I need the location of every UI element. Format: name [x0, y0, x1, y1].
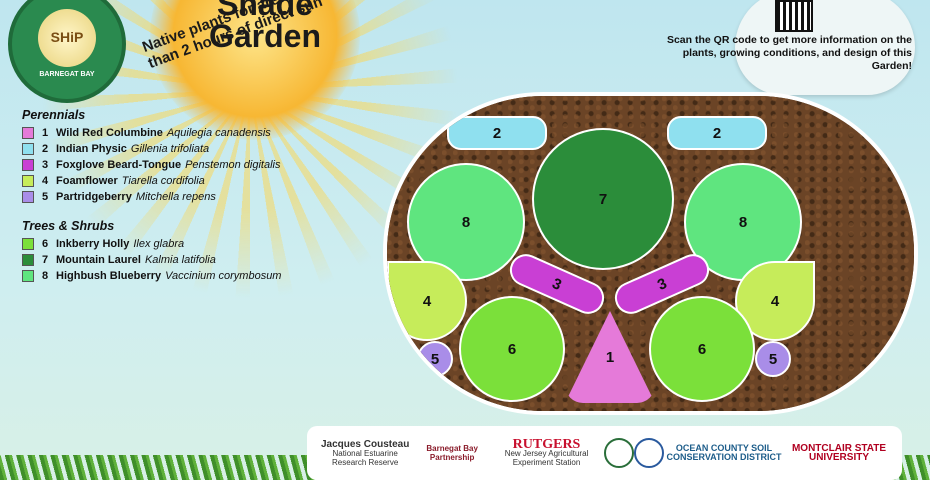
qr-note: Scan the QR code to get more information…	[666, 34, 912, 72]
plant-7-center: 7	[532, 128, 674, 270]
sponsor-logo: MONTCLAIR STATE UNIVERSITY	[791, 443, 887, 463]
trees-heading: Trees & Shrubs	[22, 219, 115, 233]
swatch-6	[22, 238, 34, 250]
sponsor-logo: RUTGERS New Jersey Agricultural Experime…	[504, 436, 589, 467]
plant-4-left: 4	[387, 261, 467, 341]
legend-name: Partridgeberry	[56, 191, 132, 203]
legend-sci: Tiarella cordifolia	[121, 175, 205, 187]
legend-sci: Penstemon digitalis	[185, 159, 281, 171]
legend-sci: Ilex glabra	[133, 238, 185, 250]
legend-sci: Vaccinium corymbosum	[165, 270, 282, 282]
page-title: Shade Garden	[208, 0, 322, 54]
logo-sun-icon	[38, 9, 96, 67]
county-seal-icon	[634, 438, 664, 468]
legend-row: 1 Wild Red Columbine Aquilegia canadensi…	[22, 125, 382, 141]
swatch-2	[22, 143, 34, 155]
plant-5-right: 5	[755, 341, 791, 377]
legend-row: 2 Indian Physic Gillenia trifoliata	[22, 141, 382, 157]
qr-code-icon[interactable]	[775, 0, 813, 32]
plant-5-left: 5	[417, 341, 453, 377]
logo-caption: BARNEGAT BAY	[39, 71, 95, 78]
legend-row: 8 Highbush Blueberry Vaccinium corymbosu…	[22, 268, 382, 284]
legend-sci: Gillenia trifoliata	[130, 143, 210, 155]
legend-row: 6 Inkberry Holly Ilex glabra	[22, 236, 382, 252]
swatch-4	[22, 175, 34, 187]
legend-name: Inkberry Holly	[56, 238, 130, 250]
legend-name: Foamflower	[56, 175, 118, 187]
sponsor-logo: Jacques Cousteau National Estuarine Rese…	[320, 438, 410, 467]
ocean-county-seal-icon	[604, 438, 634, 468]
swatch-5	[22, 191, 34, 203]
legend-sci: Kalmia latifolia	[144, 254, 216, 266]
legend-row: 7 Mountain Laurel Kalmia latifolia	[22, 252, 382, 268]
qr-cloud	[735, 0, 915, 95]
perennials-heading: Perennials	[22, 108, 86, 122]
legend-num: 3	[42, 159, 49, 171]
ship-logo: SHiP BARNEGAT BAY	[8, 0, 126, 103]
legend-num: 4	[42, 175, 49, 187]
logo-text: SHiP	[50, 29, 84, 45]
legend-sci: Aquilegia canadensis	[166, 127, 271, 139]
legend-name: Mountain Laurel	[56, 254, 141, 266]
legend-sci: Mitchella repens	[135, 191, 216, 203]
swatch-1	[22, 127, 34, 139]
garden-plan: 2 2 8 7 8 3 3 4 4 6 6 5 5 1	[383, 92, 918, 415]
legend-name: Foxglove Beard-Tongue	[56, 159, 182, 171]
legend-num: 7	[42, 254, 49, 266]
plant-2-left: 2	[447, 116, 547, 150]
sponsor-logo: Barnegat Bay Partnership	[426, 444, 478, 462]
legend-row: 4 Foamflower Tiarella cordifolia	[22, 173, 382, 189]
legend-row: 5 Partridgeberry Mitchella repens	[22, 189, 382, 205]
sponsor-bar: Jacques Cousteau National Estuarine Rese…	[307, 426, 902, 480]
legend-name: Wild Red Columbine	[56, 127, 163, 139]
legend-num: 1	[42, 127, 49, 139]
sponsor-logo: OCEAN COUNTY SOIL CONSERVATION DISTRICT	[666, 443, 782, 462]
legend-num: 5	[42, 191, 49, 203]
plant-legend: Perennials 1 Wild Red Columbine Aquilegi…	[22, 108, 382, 284]
swatch-3	[22, 159, 34, 171]
legend-name: Indian Physic	[56, 143, 127, 155]
swatch-7	[22, 254, 34, 266]
legend-num: 2	[42, 143, 49, 155]
legend-num: 8	[42, 270, 49, 282]
plant-2-right: 2	[667, 116, 767, 150]
swatch-8	[22, 270, 34, 282]
legend-name: Highbush Blueberry	[56, 270, 162, 282]
legend-row: 3 Foxglove Beard-Tongue Penstemon digita…	[22, 157, 382, 173]
plant-6-right: 6	[649, 296, 755, 402]
legend-num: 6	[42, 238, 49, 250]
plant-6-left: 6	[459, 296, 565, 402]
